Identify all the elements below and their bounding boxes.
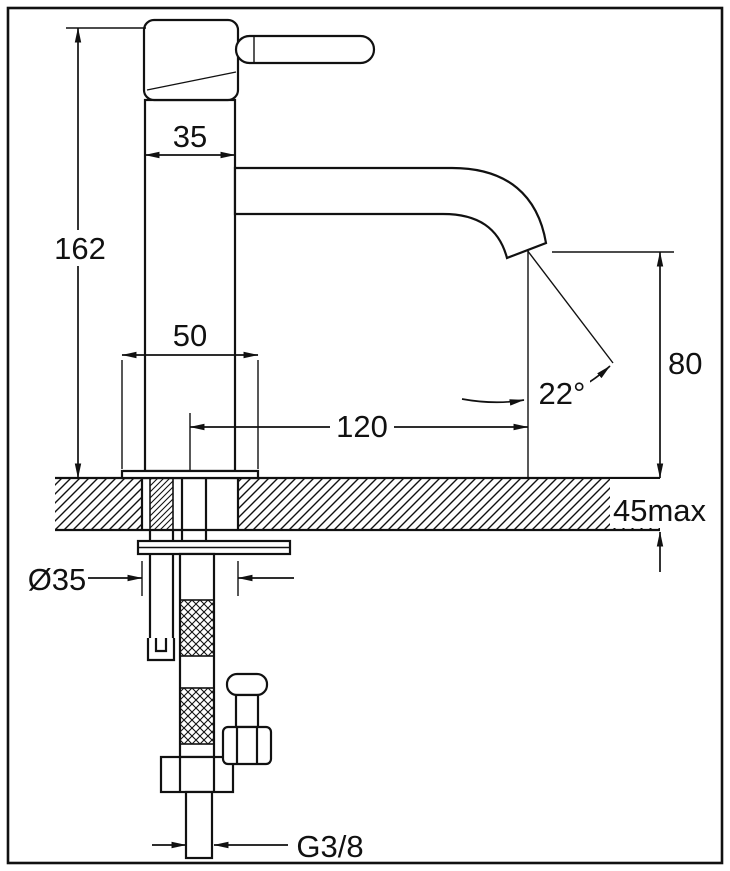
dim-counter-thickness-label: 45max <box>613 493 707 528</box>
mounting-hardware <box>136 477 292 662</box>
hose-hex-nut <box>159 755 235 794</box>
reach-label-bg <box>330 410 394 442</box>
dim-thread-size-label: G3/8 <box>296 829 363 864</box>
fitting-cap <box>225 672 269 697</box>
dim-reach-label: 120 <box>336 409 388 444</box>
threaded-stud-through-counter <box>149 477 174 531</box>
thickness-label-bg <box>610 479 710 528</box>
counter-hatch-left <box>55 478 142 530</box>
counter-hatch-right <box>238 478 660 530</box>
dim-hole-diameter-label: Ø35 <box>28 562 87 597</box>
faucet-base-plate <box>120 469 260 480</box>
handle-housing <box>142 18 240 102</box>
mounting-counter <box>55 476 660 532</box>
dim-spout-height-label: 80 <box>668 346 702 381</box>
faucet <box>120 18 548 480</box>
horseshoe-bracket <box>146 638 176 662</box>
fitting-hex-nut <box>221 725 273 766</box>
lever-handle <box>234 34 376 65</box>
angle-label-bg <box>536 380 590 410</box>
hose-braid-upper <box>179 599 215 657</box>
supply-hose <box>159 552 235 860</box>
handle-housing-seam <box>146 71 237 91</box>
spout-angle-line <box>526 249 614 364</box>
hose-braid-lower <box>179 687 215 745</box>
connector-fitting <box>221 672 273 766</box>
extension-lines <box>66 27 674 596</box>
dim-height-label: 162 <box>54 231 106 266</box>
height-label-bg <box>54 230 106 266</box>
spout <box>233 166 548 260</box>
fitting-body <box>234 693 260 729</box>
dim-angle-label: 22° <box>539 376 586 411</box>
dim-top-width-label: 35 <box>173 119 207 154</box>
connection-pipe <box>184 790 214 860</box>
drawing-border <box>6 6 724 865</box>
dim-base-width-label: 50 <box>173 318 207 353</box>
angle-arc-arrow-left <box>461 398 525 406</box>
